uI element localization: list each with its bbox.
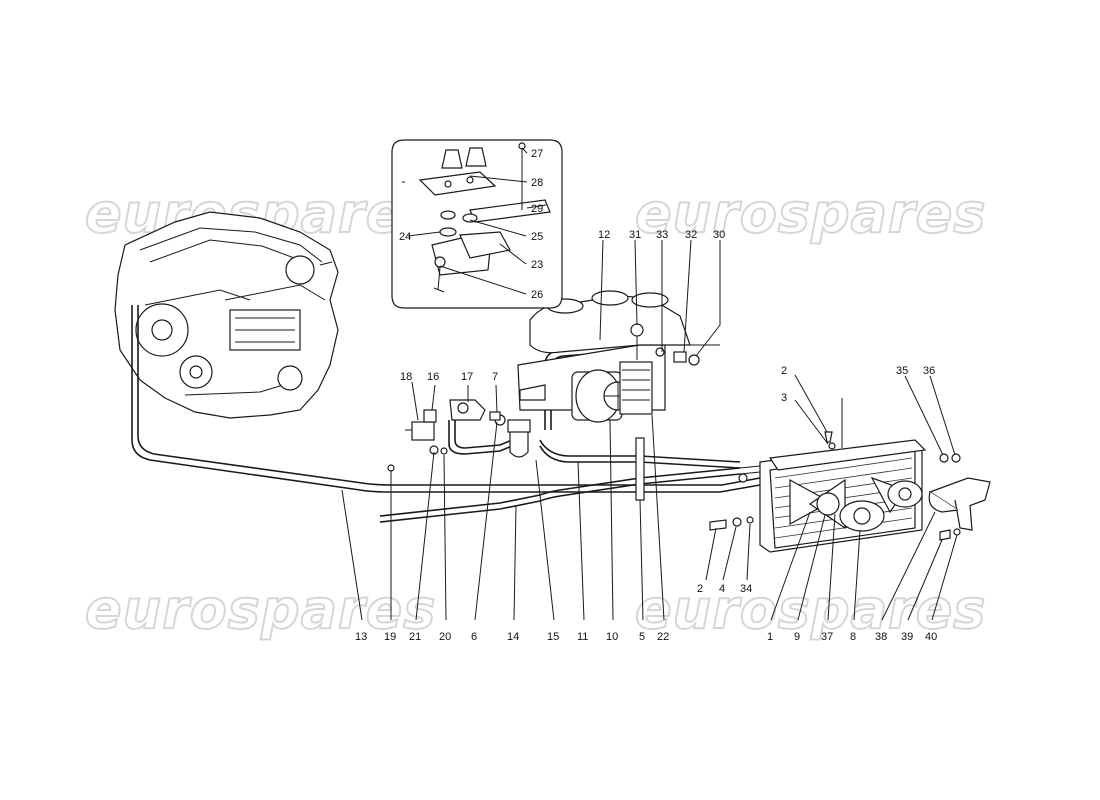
callout-21: 21 [409, 631, 421, 643]
callout-19: 19 [384, 631, 396, 643]
valve-fittings [387, 399, 501, 472]
callout-7: 7 [492, 371, 498, 383]
callout-22: 22 [657, 631, 669, 643]
watermark-bottom-left: eurospares [85, 578, 436, 641]
leader-lines [341, 147, 958, 621]
callout-38: 38 [875, 631, 887, 643]
callout-27: 27 [531, 148, 543, 160]
callout-16: 16 [427, 371, 439, 383]
pipe-13 [131, 305, 761, 493]
callout-33: 33 [656, 229, 668, 241]
callout-15: 15 [547, 631, 559, 643]
watermarks: eurospares eurospares eurospares eurospa… [84, 181, 986, 642]
callout-10: 10 [606, 631, 618, 643]
callout-6: 6 [471, 631, 477, 643]
watermark-bottom-right: eurospares [635, 578, 986, 641]
callout-28: 28 [531, 177, 543, 189]
callout-4: 4 [719, 583, 725, 595]
callout-29: 29 [531, 203, 543, 215]
callout-26: 26 [531, 289, 543, 301]
callout-35: 35 [896, 365, 908, 377]
callout-30: 30 [713, 229, 725, 241]
pipe-11 [539, 439, 741, 463]
callout-2-top: 2 [781, 365, 787, 377]
callout-39: 39 [901, 631, 913, 643]
inset-detail [391, 139, 563, 309]
callout-37: 37 [821, 631, 833, 643]
callout-5: 5 [639, 631, 645, 643]
watermark-top-left: eurospares [85, 182, 436, 245]
callout-2-bottom: 2 [697, 583, 703, 595]
callout-14: 14 [507, 631, 519, 643]
callout-17: 17 [461, 371, 473, 383]
callout-24: 24 [399, 231, 411, 243]
callout-9: 9 [794, 631, 800, 643]
callout-40: 40 [925, 631, 937, 643]
callout-18: 18 [400, 371, 412, 383]
callout-20: 20 [439, 631, 451, 643]
watermark-top-right: eurospares [635, 182, 986, 245]
callout-1: 1 [767, 631, 773, 643]
callout-36: 36 [923, 365, 935, 377]
callout-25: 25 [531, 231, 543, 243]
condenser-radiator [709, 398, 991, 553]
callout-12: 12 [598, 229, 610, 241]
compressor-group [494, 290, 720, 501]
callout-labels: 12 31 33 32 30 27 28 29 24 25 23 26 18 1… [355, 148, 937, 643]
engine-block-drawing [114, 211, 339, 419]
callout-8: 8 [850, 631, 856, 643]
callout-23: 23 [531, 259, 543, 271]
callout-11: 11 [577, 631, 588, 643]
callout-3: 3 [781, 392, 787, 404]
callout-31: 31 [629, 229, 641, 241]
callout-32: 32 [685, 229, 697, 241]
callout-13: 13 [355, 631, 367, 643]
callout-34: 34 [740, 583, 752, 595]
